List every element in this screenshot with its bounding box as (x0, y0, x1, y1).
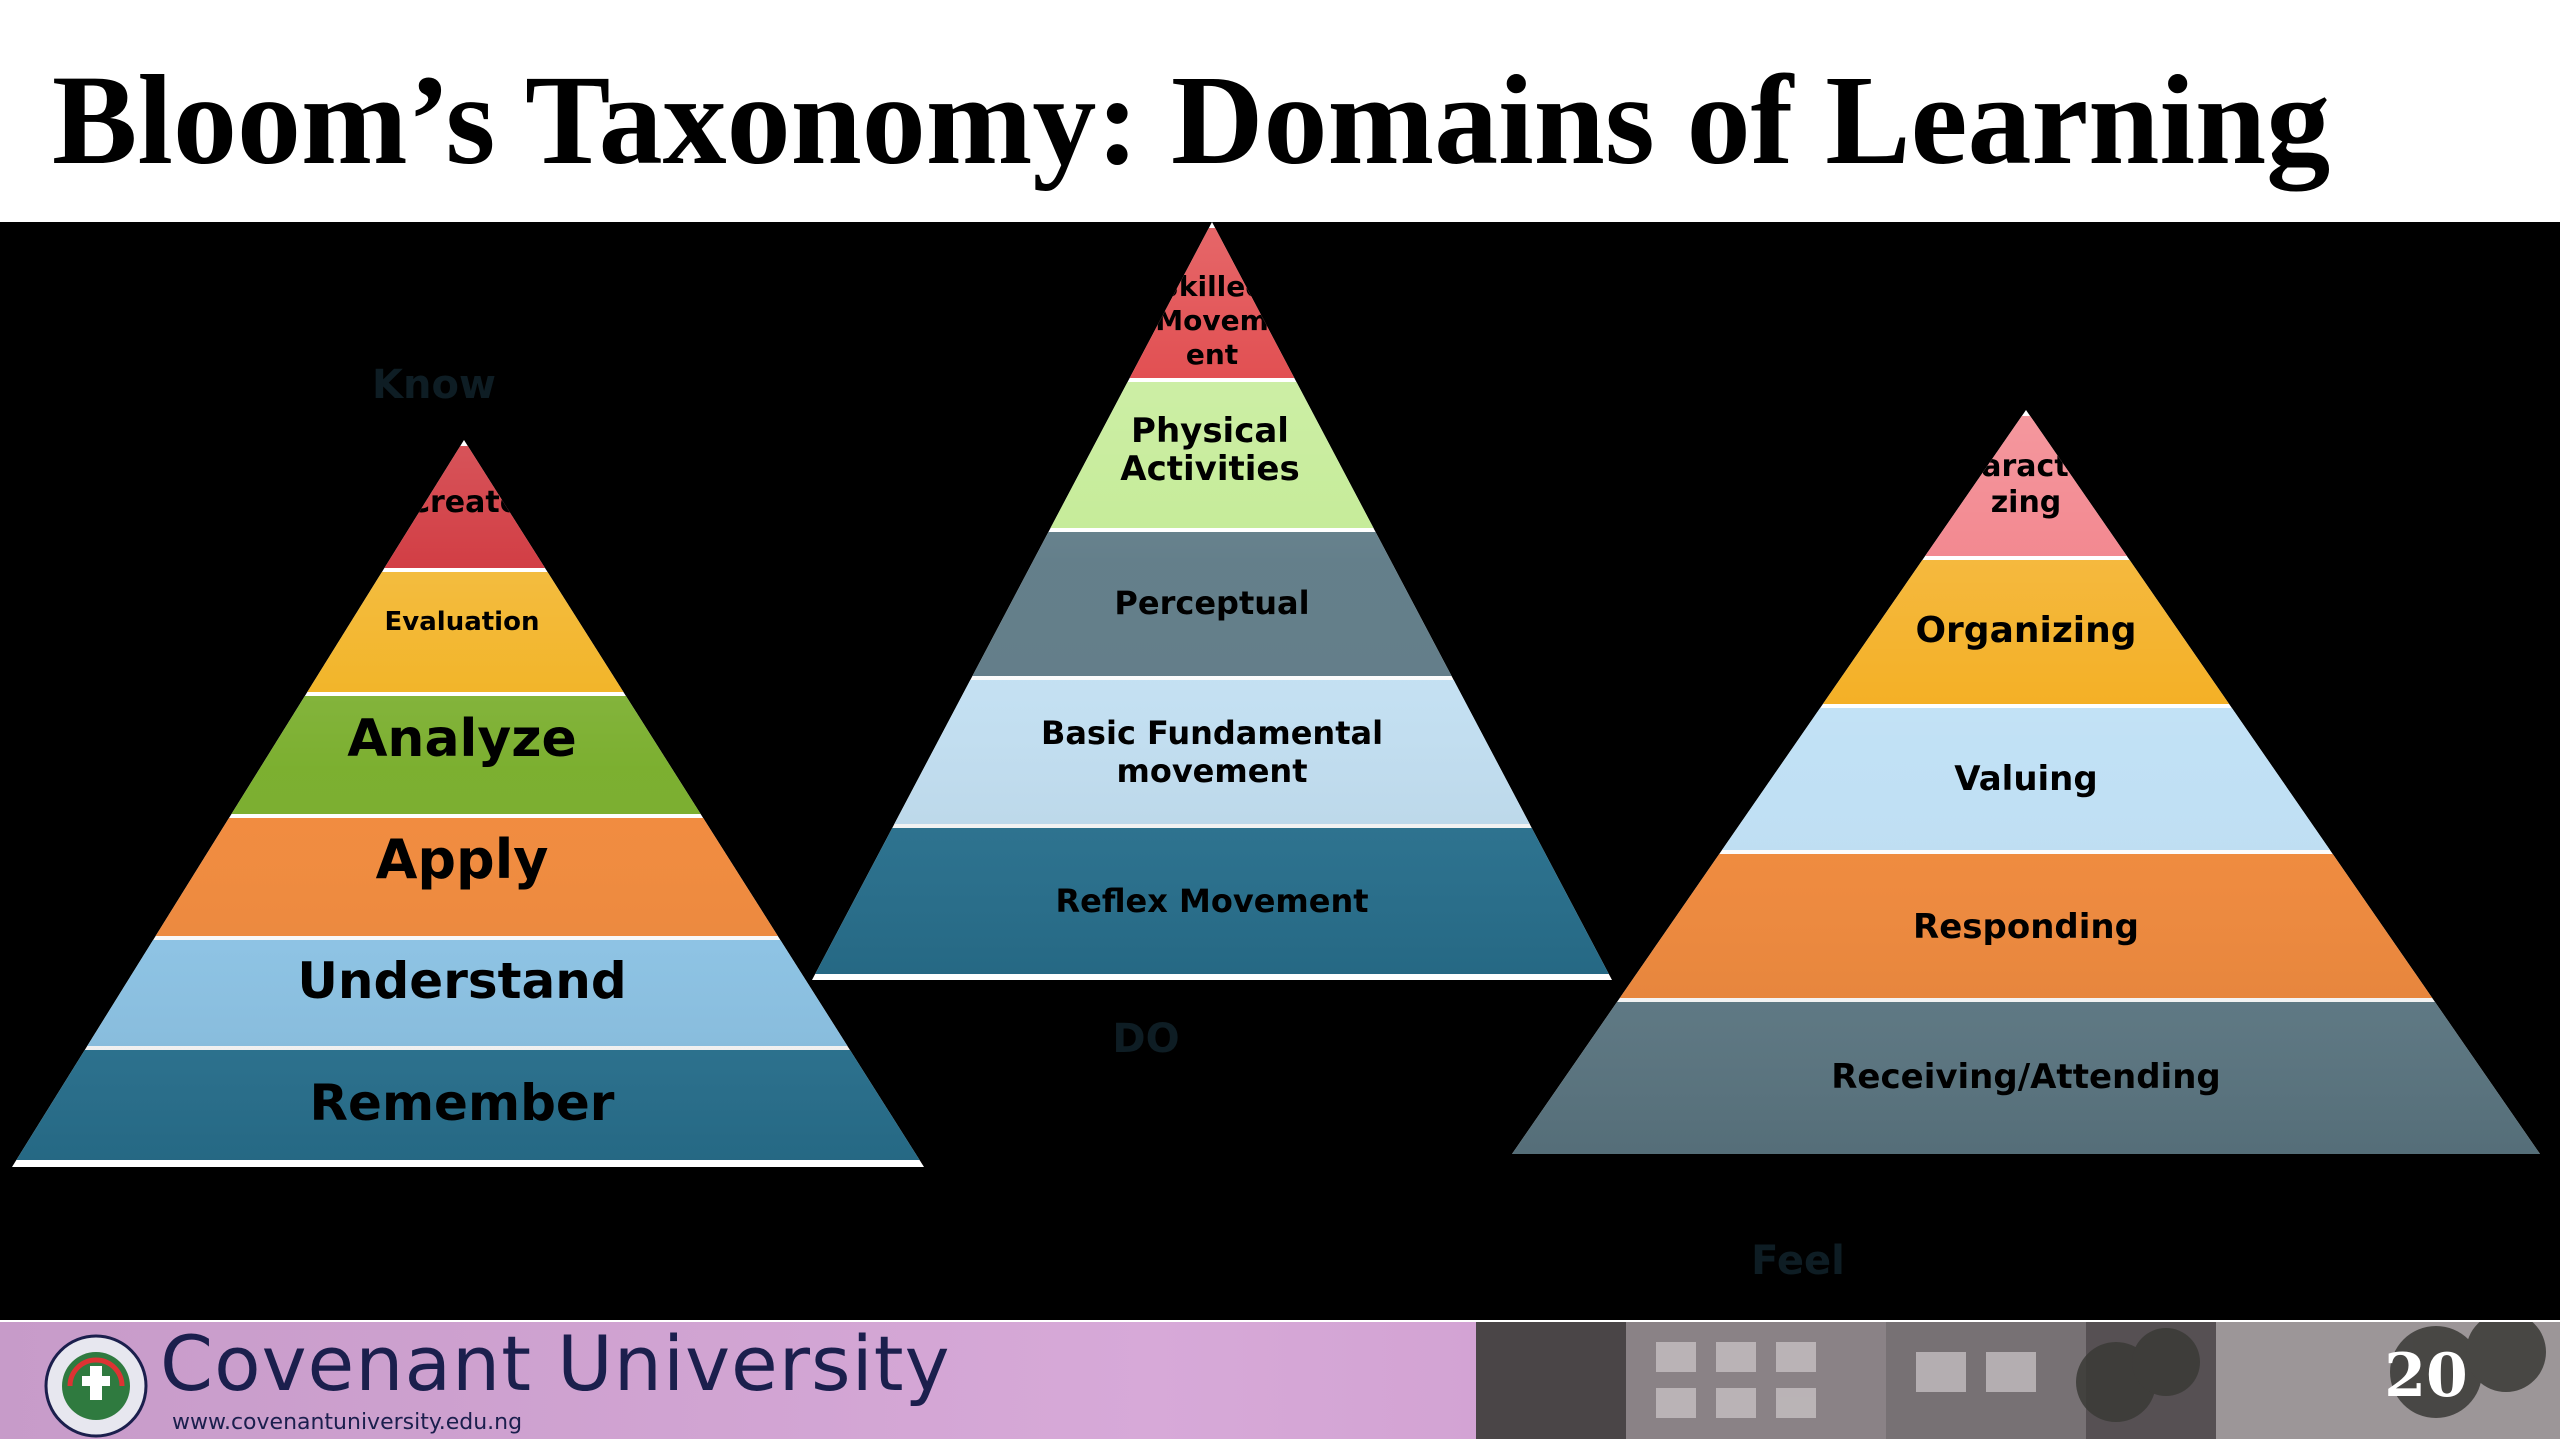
diagram-area: Know Create Evaluation Analyze Apply Und… (0, 222, 2560, 1320)
pyramid-caption: DO (1112, 1016, 1179, 1062)
university-brand: Covenant University (160, 1322, 951, 1408)
pyramid-caption: Know (372, 362, 496, 408)
tier-label-remember: Remember (310, 1074, 615, 1132)
university-website: www.covenantuniversity.edu.ng (172, 1410, 523, 1435)
tier-label-understand: Understand (297, 952, 626, 1010)
tier-label-receiving: Receiving/Attending (1831, 1057, 2221, 1097)
footer-banner: Covenant University www.covenantuniversi… (0, 1322, 2560, 1439)
tier-label-organizing: Organizing (1915, 610, 2136, 651)
campus-building-image (1476, 1322, 2560, 1439)
tier-label-apply: Apply (376, 828, 549, 891)
tier-label-reflex-movement: Reflex Movement (1055, 882, 1368, 920)
tier-label-analyze: Analyze (347, 709, 577, 769)
university-logo-icon (44, 1334, 148, 1438)
tier-label-responding: Responding (1913, 907, 2139, 947)
page-number: 20 (2384, 1341, 2468, 1411)
tier-label-valuing: Valuing (1954, 759, 2097, 799)
pyramid-caption: Feel (1751, 1238, 1845, 1284)
pyramids-diagram: Know Create Evaluation Analyze Apply Und… (0, 222, 2560, 1320)
tier-label-perceptual: Perceptual (1114, 584, 1309, 622)
tier-label-evaluation: Evaluation (385, 607, 540, 637)
slide-title: Bloom’s Taxonomy: Domains of Learning (52, 49, 2331, 191)
